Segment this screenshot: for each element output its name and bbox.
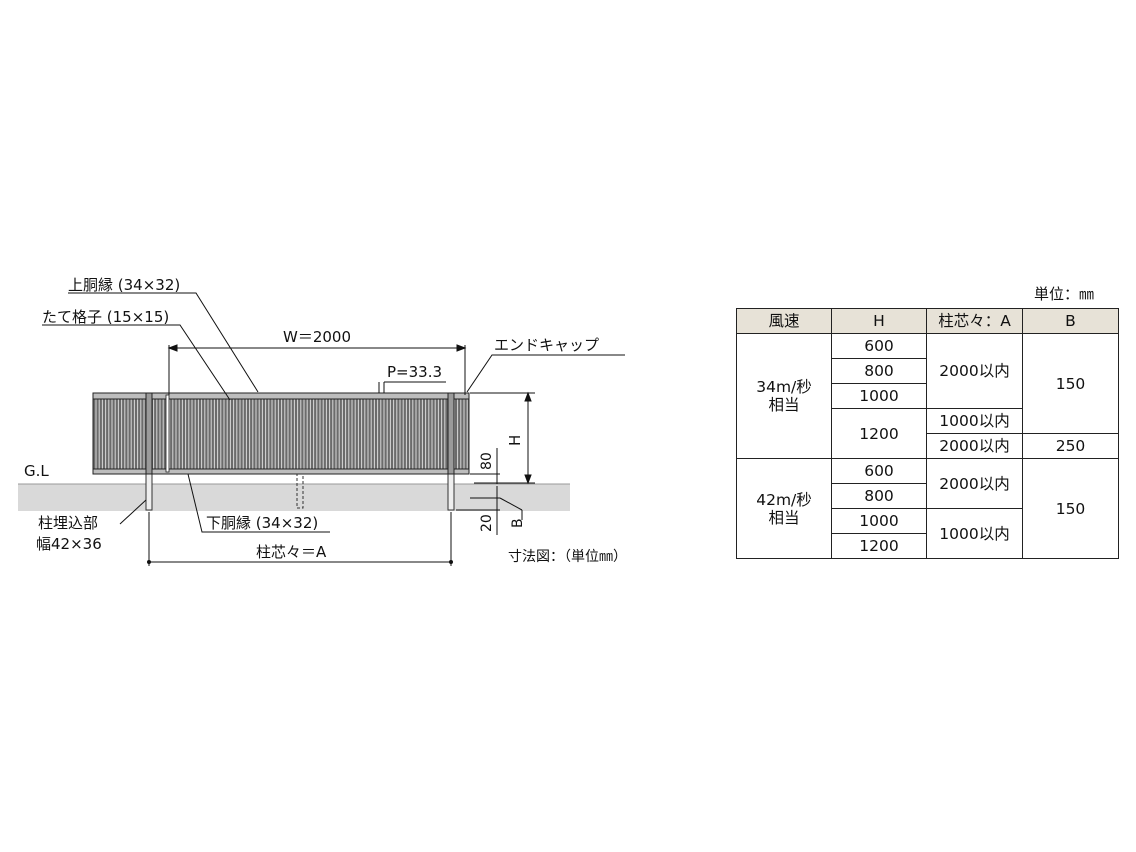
lattice-label: たて格子 (15×15) <box>42 308 169 326</box>
wind-34-line2: 相当 <box>768 396 800 414</box>
table-row: 42m/秒 相当 600 2000以内 150 <box>736 458 1119 559</box>
diagram-caption: 寸法図：（単位㎜） <box>508 549 627 565</box>
dim-b-label: B <box>510 518 526 528</box>
table-row: 2000以内 250 <box>737 433 1119 459</box>
height-dimension <box>470 391 535 485</box>
dim-80 <box>470 448 500 484</box>
pitch-dimension <box>378 381 446 393</box>
width-label: W＝2000 <box>283 328 351 346</box>
table-row: 1000 <box>737 383 1119 409</box>
h-cell: 1200 <box>831 408 927 459</box>
b-cell: 250 <box>1022 433 1119 459</box>
dim-20-label: 20 <box>479 514 495 532</box>
h-cell: 1000 <box>831 508 927 534</box>
a-cell: 1000以内 <box>926 408 1023 434</box>
wind-34-cell: 34m/秒 相当 <box>736 333 832 459</box>
table-row: 1200 <box>737 533 1119 559</box>
table-unit-label: 単位：㎜ <box>1034 285 1095 303</box>
h-cell: 1200 <box>831 533 927 559</box>
bottom-rail-leader <box>187 473 330 533</box>
pitch-label: P=33.3 <box>387 363 442 381</box>
end-cap-label: エンドキャップ <box>494 336 599 354</box>
wind-42-line1: 42m/秒 <box>756 490 812 509</box>
fence-panel <box>92 392 470 475</box>
table-header-row: 風速 H 柱芯々：A B <box>736 308 1119 334</box>
post-right <box>447 469 455 511</box>
bottom-rail <box>92 468 470 475</box>
table-row: 1000 1000以内 <box>737 508 1119 559</box>
wind-42-cell: 42m/秒 相当 <box>736 458 832 559</box>
a-cell: 2000以内 <box>926 333 1023 409</box>
b-cell: 150 <box>1022 333 1119 434</box>
post-embed-label-1: 柱埋込部 <box>38 514 98 532</box>
b-cell: 150 <box>1022 458 1119 559</box>
h-cell: 800 <box>831 483 927 509</box>
header-a: 柱芯々：A <box>926 308 1023 334</box>
fence-dimension-diagram: W＝2000 P=33.3 上胴縁 (34×32) たて格子 (15×15) エ… <box>18 276 627 566</box>
header-wind: 風速 <box>736 308 832 334</box>
header-h: H <box>831 308 927 334</box>
post-embed-label-2: 幅42×36 <box>36 535 102 553</box>
ground-level-label: G.L <box>24 462 49 480</box>
lattice-leader <box>42 324 231 401</box>
dim-80-label: 80 <box>479 452 495 470</box>
a-cell: 1000以内 <box>926 508 1023 559</box>
post-embed-leader <box>119 499 147 525</box>
a-cell: 2000以内 <box>926 458 1023 509</box>
dim-20-b <box>456 486 523 535</box>
h-cell: 600 <box>831 458 927 484</box>
post-left <box>145 469 153 511</box>
header-b: B <box>1022 308 1119 334</box>
end-cap-leader <box>466 354 625 393</box>
h-cell: 800 <box>831 358 927 384</box>
table-row: 34m/秒 相当 600 2000以内 150 <box>736 333 1119 459</box>
table-row: 800 <box>737 483 1119 509</box>
bottom-rail-label: 下胴縁 (34×32) <box>206 514 318 532</box>
table-row: 1200 1000以内 <box>737 408 1119 459</box>
wind-42-line2: 相当 <box>768 508 800 527</box>
wind-34-line1: 34m/秒 <box>756 378 812 396</box>
h-cell: 1000 <box>831 383 927 409</box>
height-label: H <box>506 435 524 446</box>
post-spacing-label: 柱芯々＝A <box>256 543 327 561</box>
top-rail <box>92 392 470 400</box>
table-row: 800 <box>737 358 1119 384</box>
a-cell: 2000以内 <box>926 433 1023 459</box>
h-cell: 600 <box>831 333 927 359</box>
width-dimension <box>167 344 467 395</box>
post-spacing-dimension <box>148 512 452 566</box>
top-rail-leader <box>68 292 259 393</box>
top-rail-label: 上胴縁 (34×32) <box>68 276 180 294</box>
spec-table: 風速 H 柱芯々：A B 34m/秒 相当 600 2000以内 150 800… <box>736 308 1119 559</box>
